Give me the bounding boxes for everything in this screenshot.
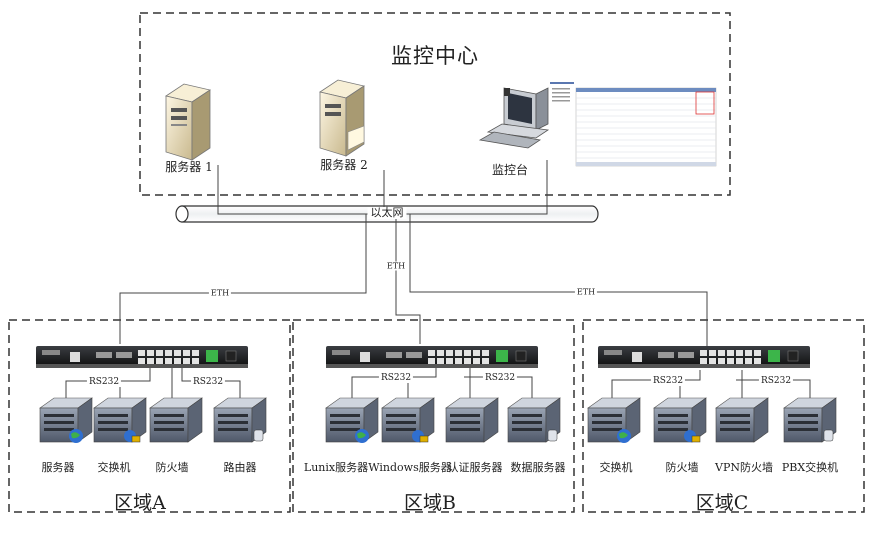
eth-label-zone-b: ETH: [384, 261, 408, 271]
zone-a-device-label-1: 服务器: [41, 461, 75, 474]
zone-c-title: 区域C: [695, 492, 749, 514]
zone-b-windows-server-icon: [381, 397, 435, 443]
eth-label-zone-a: ETH: [208, 288, 232, 298]
zone-c-pbx-switch-icon: [783, 397, 837, 443]
monitoring-center-box: [139, 12, 731, 196]
zone-c-box: [582, 319, 865, 513]
zone-b-device-label-4: 数据服务器: [510, 461, 566, 474]
zone-b-box: [292, 319, 575, 513]
zone-c-device-label-3: VPN防火墙: [715, 461, 773, 474]
link-bus-zone-b: [395, 214, 421, 344]
zone-b-device-label-3: 认证服务器: [447, 461, 503, 474]
link-bus-zone-a: [119, 214, 367, 344]
monitoring-center-title: 监控中心: [391, 44, 479, 68]
eth-label-zone-c: ETH: [574, 287, 598, 297]
zone-c-device-label-4: PBX交换机: [781, 461, 839, 474]
link-console-bus: [392, 160, 548, 215]
zone-c-switch-device-icon: [587, 397, 641, 443]
server-2-icon: [319, 79, 365, 157]
ethernet-bus-label: 以太网: [367, 207, 407, 219]
zone-b-switch-icon: [326, 346, 538, 368]
link-bus-zone-c: [409, 214, 708, 348]
zone-a-switch-icon: [36, 346, 248, 368]
zone-c-vpn-firewall-icon: [715, 397, 769, 443]
zone-c-device-label-2: 防火墙: [665, 461, 699, 474]
zone-a-device-label-3: 防火墙: [155, 461, 189, 474]
server-1-label: 服务器 1: [165, 160, 213, 174]
zone-a-firewall-icon: [149, 397, 203, 443]
zone-b-linux-server-icon: [325, 397, 379, 443]
rs232-label-zone-b-right: RS232: [482, 373, 518, 383]
zone-c-device-label-1: 交换机: [599, 461, 633, 474]
zone-c-switch-icon: [598, 346, 810, 368]
zone-a-device-label-4: 路由器: [223, 461, 257, 474]
server-2-label: 服务器 2: [320, 158, 368, 172]
rs232-label-zone-c-left: RS232: [650, 376, 686, 386]
zone-b-title: 区域B: [404, 492, 456, 514]
server-1-icon: [165, 83, 211, 161]
console-label: 监控台: [491, 163, 529, 177]
zone-a-box: [8, 319, 291, 513]
link-server1-bus: [217, 165, 380, 215]
zone-b-device-label-1: Lunix服务器: [303, 461, 369, 474]
rs232-label-zone-a-left: RS232: [86, 377, 122, 387]
rs232-label-zone-a-right: RS232: [190, 377, 226, 387]
zone-a-switch-device-icon: [93, 397, 147, 443]
console-workstation-icon: [478, 87, 550, 149]
rs232-label-zone-c-right: RS232: [758, 376, 794, 386]
zone-b-auth-server-icon: [445, 397, 499, 443]
monitoring-software-screenshot: [550, 82, 717, 167]
zone-b-data-server-icon: [507, 397, 561, 443]
rs232-label-zone-b-left: RS232: [378, 373, 414, 383]
zone-a-server-icon: [39, 397, 93, 443]
zone-a-router-icon: [213, 397, 267, 443]
zone-b-device-label-2: Windows服务器: [368, 461, 452, 474]
zone-a-title: 区域A: [114, 492, 166, 514]
zone-a-device-label-2: 交换机: [97, 461, 131, 474]
zone-c-firewall-icon: [653, 397, 707, 443]
